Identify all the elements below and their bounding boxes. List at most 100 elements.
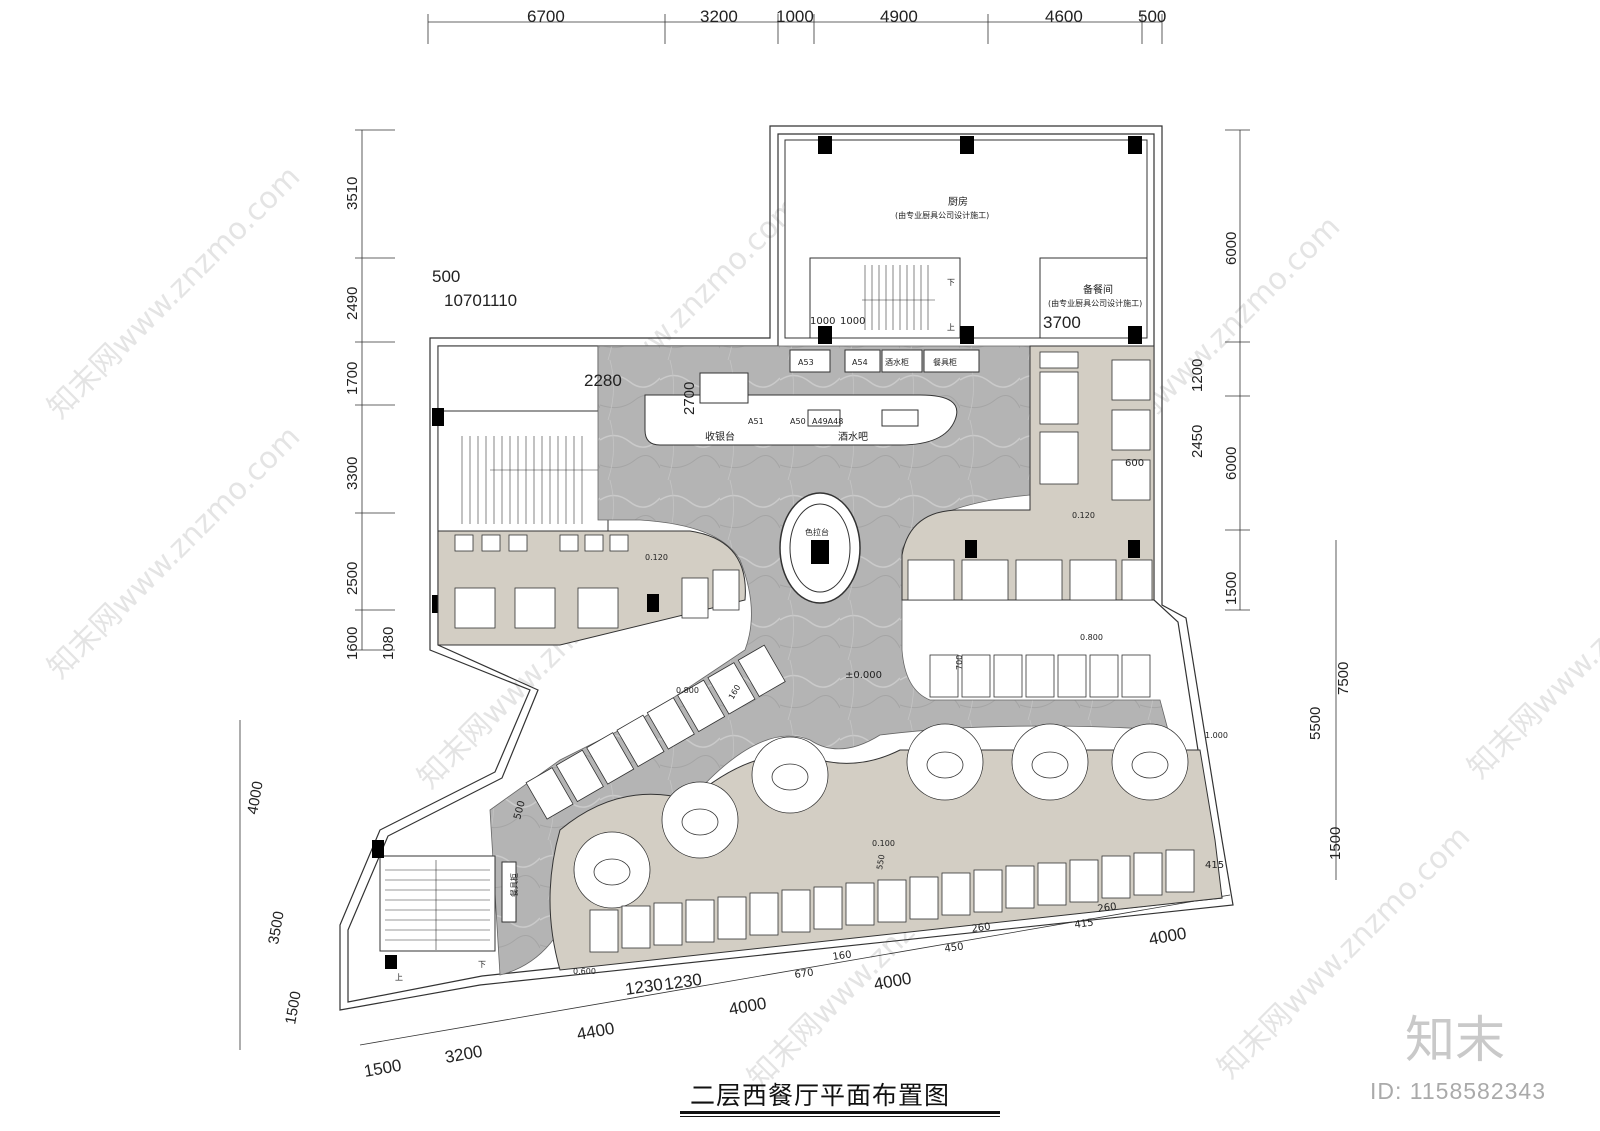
dim-label: 3500 xyxy=(265,910,288,946)
dim-label: 4600 xyxy=(1045,7,1083,26)
booth-row-mid-right xyxy=(929,654,1151,698)
level-label: 0.120 xyxy=(645,553,668,562)
dim-label: 3200 xyxy=(443,1042,484,1067)
dim-label: 1000 xyxy=(776,7,814,26)
level-label: 0.100 xyxy=(872,839,895,848)
dining-zone-lower: 0.100 xyxy=(549,723,1223,971)
dim-label: 1500 xyxy=(362,1056,403,1081)
dim-label: 3510 xyxy=(344,177,361,210)
watermark: 知末网www.znzmo.com xyxy=(41,159,307,425)
dim-label: 415 xyxy=(1205,860,1224,871)
stair-up-label: 上 xyxy=(395,973,403,982)
dim-label: 1600 xyxy=(344,627,361,660)
brand-logo: 知末 xyxy=(1405,1011,1505,1069)
dim-label: 550 xyxy=(875,854,887,871)
dim-label: 2450 xyxy=(1189,425,1206,458)
dim-label: 4900 xyxy=(880,7,918,26)
cashier-label: 收银台 xyxy=(705,430,735,443)
salad-station-label: 色拉台 xyxy=(805,527,829,537)
dim-label: 6000 xyxy=(1223,447,1240,480)
dim-label: 2700 xyxy=(681,382,698,415)
dim-label: 500 xyxy=(1138,7,1166,26)
stair-bottom-left: 餐具柜 上 下 xyxy=(372,840,519,982)
code-a53: A53 xyxy=(798,358,814,367)
dim-label: 500 xyxy=(432,267,460,286)
dining-zone-left: 0.120 xyxy=(437,530,746,646)
dim-label: 2280 xyxy=(584,371,622,390)
code-a51: A51 xyxy=(748,417,764,426)
level-label: 1.000 xyxy=(1205,731,1228,740)
dims-top: 6700 3200 1000 4900 4600 500 xyxy=(527,7,1166,26)
dim-label: 500 xyxy=(512,799,528,820)
dim-label: 6000 xyxy=(1223,232,1240,265)
level-label: 0.600 xyxy=(573,967,596,976)
kitchen-label: 厨房 xyxy=(948,195,968,208)
booth-row-diagonal xyxy=(525,644,786,820)
kitchen-area: 厨房 (由专业厨具公司设计施工) 备餐间 (由专业厨具公司设计施工) 下 上 xyxy=(784,136,1148,344)
level-label: ±0.000 xyxy=(845,670,882,681)
salad-station: 色拉台 xyxy=(779,492,861,604)
tableware-cabinet-vertical-label: 餐具柜 xyxy=(509,873,519,897)
dim-label: 1500 xyxy=(282,990,305,1026)
dim-label: 3300 xyxy=(344,457,361,490)
dim-label: 4000 xyxy=(727,994,768,1019)
title-underline xyxy=(680,1111,1000,1114)
dim-label: 1230 xyxy=(663,970,703,994)
wine-cabinet-label: 酒水柜 xyxy=(885,357,909,367)
kitchen-note: (由专业厨具公司设计施工) xyxy=(895,210,989,220)
dim-label: 6700 xyxy=(527,7,565,26)
dim-label: 3700 xyxy=(1043,313,1081,332)
level-label: 0.120 xyxy=(1072,511,1095,520)
prep-room-label: 备餐间 xyxy=(1083,283,1113,296)
dim-label: 160 xyxy=(832,949,852,963)
title-underline xyxy=(680,1116,1000,1117)
drawing-title: 二层西餐厅平面布置图 xyxy=(690,1081,951,1110)
dim-label: 670 xyxy=(794,967,814,981)
stair-down-label: 下 xyxy=(478,960,486,969)
dim-label: 4000 xyxy=(244,780,267,816)
dim-label: 450 xyxy=(944,941,964,955)
watermark: 知末网www.znzmo.com xyxy=(41,419,307,685)
dim-label: 4000 xyxy=(1147,924,1188,949)
dims-inner: 500 10701110 2280 2700 3700 1000 1000 12… xyxy=(432,267,1117,999)
dining-zone-right: 0.120 xyxy=(901,345,1155,601)
id-label: ID: 1158582343 xyxy=(1370,1078,1546,1104)
dim-label: 2490 xyxy=(344,287,361,320)
dim-label: 3200 xyxy=(700,7,738,26)
dim-label: 5500 xyxy=(1307,707,1324,740)
dim-label: 4400 xyxy=(575,1019,616,1044)
prep-room-note: (由专业厨具公司设计施工) xyxy=(1048,298,1142,308)
dim-label: 415 xyxy=(1074,917,1094,931)
dim-label: 700 xyxy=(955,655,964,670)
bar-label: 酒水吧 xyxy=(838,431,868,443)
tableware-cabinet-label: 餐具柜 xyxy=(933,357,957,367)
dim-label: 1500 xyxy=(1223,572,1240,605)
dim-label: 2500 xyxy=(344,562,361,595)
dim-label: 1000 xyxy=(810,316,835,327)
level-markers: ±0.000 0.800 0.800 1.000 0.600 xyxy=(573,633,1228,976)
dims-left-lower: 4000 3500 1500 xyxy=(244,780,305,1026)
dim-label: 1230 xyxy=(624,975,664,999)
dim-label: 1700 xyxy=(344,362,361,395)
dim-label: 10701110 xyxy=(444,291,517,310)
code-a54: A54 xyxy=(852,358,868,367)
dim-label: 1500 xyxy=(1327,827,1344,860)
dimension-lines xyxy=(239,14,1337,1050)
dim-label: 1000 xyxy=(840,316,865,327)
dim-label: 1080 xyxy=(380,627,397,660)
level-label: 0.800 xyxy=(676,686,699,695)
dim-label: 260 xyxy=(971,921,991,935)
dim-label: 1200 xyxy=(1189,359,1206,392)
dim-label: 7500 xyxy=(1335,662,1352,695)
bar-counter: A53 A54 酒水柜 餐具柜 A51 A50 A49A48 收银台 酒水吧 xyxy=(644,349,980,446)
level-label: 0.800 xyxy=(1080,633,1103,642)
watermark: 知末网www.znzmo.com xyxy=(1461,519,1600,785)
dims-right: 6000 1200 2450 600 6000 1500 7500 5500 1… xyxy=(1125,232,1352,871)
stair-up-label: 上 xyxy=(947,323,955,332)
stair-down-label: 下 xyxy=(947,278,955,287)
dim-label: 600 xyxy=(1125,458,1144,469)
code-a50: A50 xyxy=(790,417,806,426)
dims-left: 3510 2490 1700 3300 2500 1600 1080 xyxy=(344,177,397,660)
dim-label: 260 xyxy=(1097,901,1117,915)
